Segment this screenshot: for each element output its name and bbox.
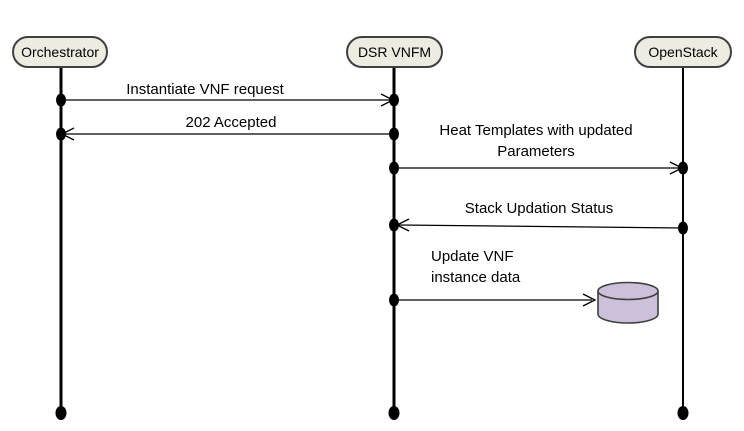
message-endpoint-dot bbox=[678, 161, 688, 175]
message-label-update-vnf-instance-data: Update VNF instance data bbox=[431, 248, 521, 286]
message-label-202-accepted: 202 Accepted bbox=[185, 114, 277, 131]
message-endpoint-dot bbox=[678, 221, 688, 235]
message-endpoint-dot bbox=[389, 161, 399, 175]
actor-openstack: OpenStack bbox=[634, 36, 732, 68]
message-label-instantiate-vnf-request: Instantiate VNF request bbox=[126, 81, 284, 98]
message-endpoint-dot bbox=[389, 93, 399, 107]
arrowhead-right-icon bbox=[582, 293, 597, 307]
database-cylinder-top bbox=[597, 281, 659, 301]
actor-label: Orchestrator bbox=[21, 44, 99, 60]
message-endpoint-dot bbox=[56, 93, 66, 107]
lifeline-end-dot bbox=[55, 406, 67, 420]
message-endpoint-dot bbox=[389, 218, 399, 232]
message-arrow-stack-updation-status bbox=[398, 224, 684, 229]
actor-dsr-vnfm: DSR VNFM bbox=[346, 36, 443, 68]
message-endpoint-dot bbox=[56, 127, 66, 141]
actor-label: DSR VNFM bbox=[357, 44, 432, 60]
message-endpoint-dot bbox=[389, 293, 399, 307]
message-endpoint-dot bbox=[389, 127, 399, 141]
actor-orchestrator: Orchestrator bbox=[12, 36, 108, 68]
actor-label: OpenStack bbox=[648, 44, 718, 60]
message-label-heat-templates: Heat Templates with updated Parameters bbox=[439, 122, 633, 160]
lifeline-end-dot bbox=[677, 406, 689, 420]
message-label-stack-updation-status: Stack Updation Status bbox=[464, 200, 614, 217]
database-cylinder-icon bbox=[597, 281, 659, 324]
lifeline-end-dot bbox=[388, 406, 400, 420]
